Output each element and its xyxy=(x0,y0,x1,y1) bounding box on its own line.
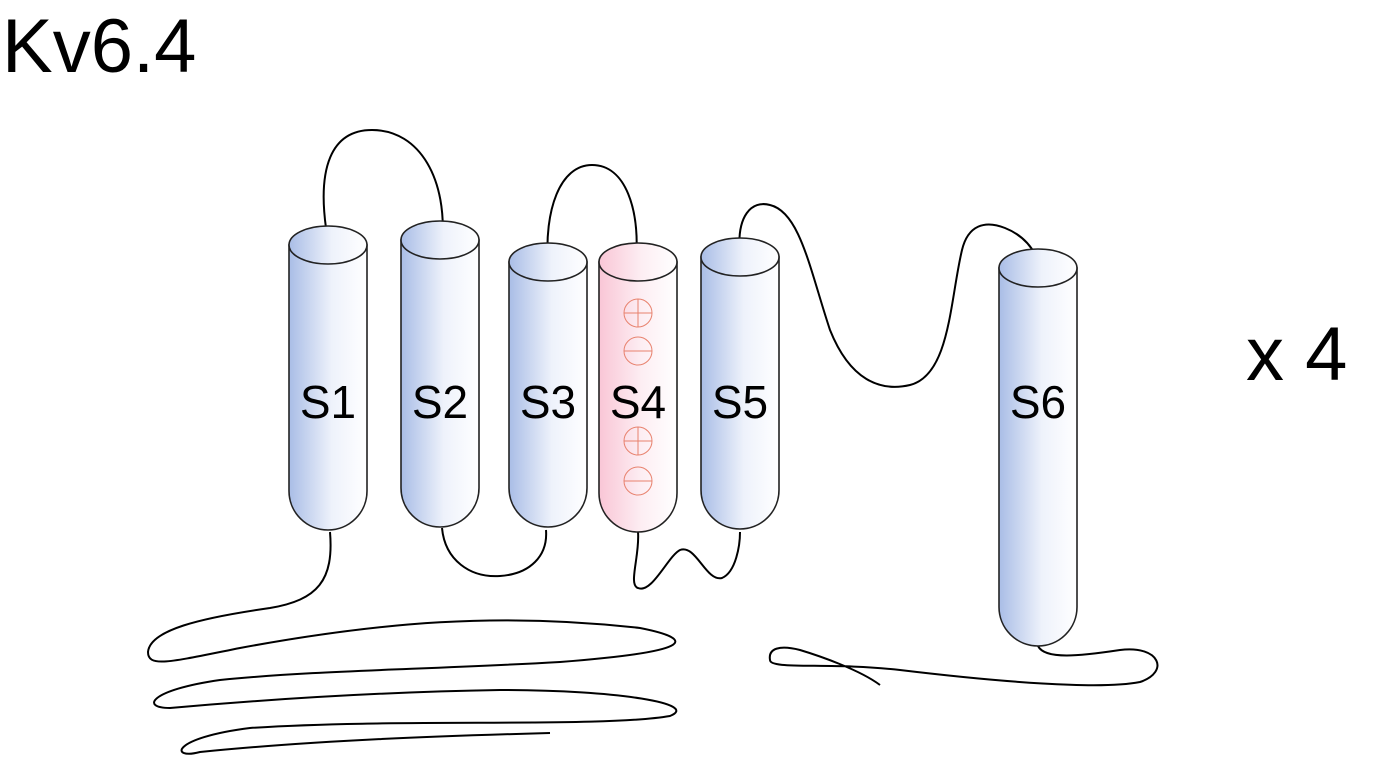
helix-top xyxy=(508,242,588,282)
helix-label: S2 xyxy=(412,376,468,428)
s4-s5-loop xyxy=(633,531,741,590)
helix-s6: S6 xyxy=(998,248,1078,647)
helix-body xyxy=(700,256,780,530)
n-terminus-tail xyxy=(146,531,678,755)
helix-top xyxy=(598,242,678,282)
helix-top xyxy=(700,237,780,277)
s3-s4-loop xyxy=(546,163,638,266)
diagram-title: Kv6.4 xyxy=(2,4,197,89)
helix-top xyxy=(998,248,1078,288)
negative-charge-icon xyxy=(623,336,653,366)
helix-s5: S5 xyxy=(700,237,780,530)
helix-top xyxy=(288,225,368,265)
helix-body xyxy=(400,239,480,528)
helix-body xyxy=(598,261,678,533)
negative-charge-icon xyxy=(623,466,653,496)
helix-s3: S3 xyxy=(508,242,588,528)
helix-s4: S4 xyxy=(598,242,678,533)
helix-body xyxy=(288,244,368,531)
s5-s6-pore-loop xyxy=(738,203,1041,388)
helix-label: S3 xyxy=(520,376,576,428)
helix-label: S1 xyxy=(300,376,356,428)
helix-top xyxy=(400,220,480,260)
s1-s2-loop xyxy=(322,128,444,246)
helix-label: S5 xyxy=(712,376,768,428)
s2-s3-loop xyxy=(441,527,548,578)
positive-charge-icon xyxy=(623,298,653,328)
helix-label: S6 xyxy=(1010,376,1066,428)
helix-label: S4 xyxy=(610,376,666,428)
c-terminus-tail xyxy=(768,645,1159,687)
subunit-multiplier: x 4 xyxy=(1246,312,1348,397)
helix-s1: S1 xyxy=(288,225,368,531)
positive-charge-icon xyxy=(623,426,653,456)
helix-body xyxy=(998,267,1078,647)
helix-body xyxy=(508,261,588,528)
loops xyxy=(146,128,1159,755)
helix-s2: S2 xyxy=(400,220,480,528)
